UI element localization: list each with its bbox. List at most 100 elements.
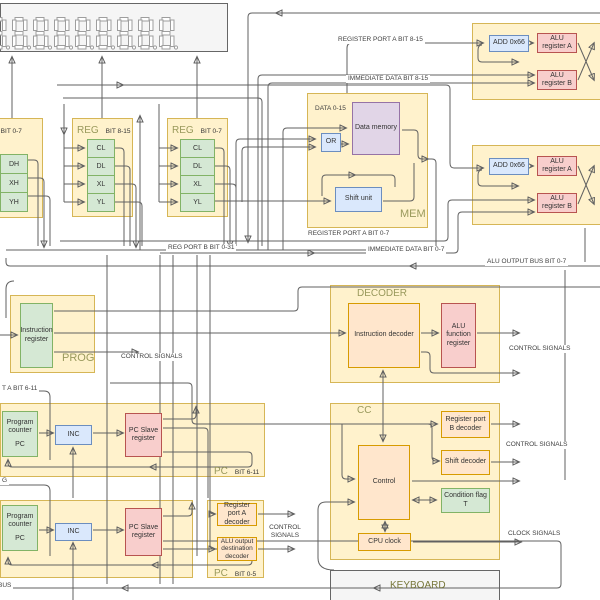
seven-segment-digit bbox=[138, 17, 158, 51]
wire bbox=[28, 159, 39, 246]
pc-bits: BIT 6-11 bbox=[234, 469, 260, 476]
display-digits bbox=[0, 17, 180, 51]
pc-low-caption: PC BIT 0-5 bbox=[214, 563, 256, 581]
register-bank-right-header: REG BIT 0-7 bbox=[172, 120, 222, 138]
or-gate[interactable]: OR bbox=[321, 133, 341, 152]
wire bbox=[163, 540, 562, 589]
wire bbox=[210, 255, 215, 549]
decoder-title: DECODER bbox=[357, 288, 408, 299]
cpu-clock[interactable]: CPU clock bbox=[358, 533, 411, 551]
pc-label: PC bbox=[15, 534, 25, 542]
wire bbox=[314, 212, 534, 254]
wire bbox=[8, 460, 150, 468]
register-cell[interactable]: YL bbox=[87, 193, 115, 212]
wire bbox=[163, 503, 192, 517]
wire bbox=[428, 158, 437, 248]
inc-high[interactable]: INC bbox=[55, 425, 92, 445]
reg-title: REG bbox=[77, 125, 99, 136]
seven-segment-digit bbox=[33, 17, 53, 51]
prog-title: PROG bbox=[62, 352, 95, 364]
bus-label-fragment-g: G bbox=[0, 477, 10, 485]
wire bbox=[150, 451, 253, 467]
data-bus-label: DATA 0-15 bbox=[315, 105, 346, 112]
register-port-b-decoder[interactable]: Register port B decoder bbox=[441, 411, 490, 438]
register-cell[interactable]: YH bbox=[0, 192, 28, 212]
register-cell[interactable]: CL bbox=[180, 139, 215, 158]
program-counter-label: Program counter bbox=[6, 513, 34, 529]
alu-function-register[interactable]: ALU function register bbox=[441, 303, 476, 368]
reg-bits: BIT 0-7 bbox=[0, 128, 22, 135]
wire bbox=[282, 128, 346, 250]
wire bbox=[248, 12, 276, 242]
alu-register-a-high[interactable]: ALU register A bbox=[537, 33, 577, 53]
wire bbox=[60, 200, 534, 242]
program-counter-high[interactable]: Program counter PC bbox=[2, 411, 38, 457]
pc-title: PC bbox=[214, 568, 228, 579]
wire bbox=[210, 509, 215, 514]
alu-register-b-low[interactable]: ALU register B bbox=[537, 193, 577, 213]
register-cell[interactable]: DL bbox=[180, 157, 215, 176]
control-signals-label-cc: CONTROL SIGNALS bbox=[504, 441, 570, 449]
wire bbox=[355, 174, 396, 187]
seven-segment-digit bbox=[159, 17, 179, 51]
reg-title: REG bbox=[172, 125, 194, 136]
wire bbox=[317, 502, 354, 571]
instruction-register[interactable]: Instruction register bbox=[20, 303, 53, 368]
seven-segment-display[interactable] bbox=[0, 3, 228, 52]
pc-slave-register-low[interactable]: PC Slave register bbox=[125, 508, 162, 556]
seven-segment-digit bbox=[117, 17, 137, 51]
wire bbox=[477, 169, 518, 186]
wire bbox=[28, 177, 44, 247]
control-unit[interactable]: Control bbox=[358, 445, 410, 520]
wire bbox=[215, 147, 225, 246]
control-signals-label-decoder: CONTROL SIGNALS bbox=[507, 345, 573, 353]
register-cell[interactable]: XL bbox=[180, 175, 215, 194]
wire bbox=[383, 163, 415, 202]
wire bbox=[215, 165, 230, 247]
register-cell[interactable]: XL bbox=[87, 175, 115, 194]
wire bbox=[123, 84, 483, 168]
shift-decoder[interactable]: Shift decoder bbox=[441, 450, 490, 475]
reg-bits: BIT 0-7 bbox=[200, 128, 222, 135]
shift-unit[interactable]: Shift unit bbox=[335, 187, 382, 212]
program-counter-label: Program counter bbox=[6, 419, 34, 435]
register-cell[interactable]: XH bbox=[0, 173, 28, 193]
register-cell[interactable]: CL bbox=[87, 139, 115, 158]
pc-bits: BIT 0-5 bbox=[234, 571, 257, 578]
bus-label-port-a-6-11: T A BIT 6-11 bbox=[0, 385, 40, 393]
wire bbox=[115, 183, 136, 247]
keyboard-title: KEYBOARD bbox=[390, 580, 446, 591]
alu-register-a-low[interactable]: ALU register A bbox=[537, 156, 577, 176]
wire bbox=[267, 83, 534, 250]
register-bank-mid-header: REG BIT 8-15 bbox=[77, 120, 130, 138]
condition-flag-t[interactable]: Condition flag T bbox=[441, 488, 490, 513]
reg-bits: BIT 8-15 bbox=[105, 128, 131, 135]
bus-label-immediate-data-8-15: IMMEDIATE DATA BIT 8-15 bbox=[346, 75, 431, 83]
register-port-a-decoder[interactable]: Register port A decoder bbox=[217, 502, 257, 526]
keyboard[interactable] bbox=[330, 570, 500, 600]
alu-register-b-high[interactable]: ALU register B bbox=[537, 70, 577, 90]
wire bbox=[28, 195, 51, 246]
alu-output-destination-decoder[interactable]: ALU output destination decoder bbox=[217, 537, 257, 561]
register-cell[interactable]: DH bbox=[0, 154, 28, 174]
wire bbox=[215, 183, 237, 246]
inc-low[interactable]: INC bbox=[55, 523, 92, 541]
control-signals-label-pc: CONTROL SIGNALS bbox=[264, 524, 306, 540]
add-0x66-high[interactable]: ADD 0x66 bbox=[489, 35, 529, 52]
wire bbox=[477, 44, 518, 62]
bus-label-alu-output-bus: ALU OUTPUT BUS BIT 0-7 bbox=[485, 258, 569, 266]
wire bbox=[402, 129, 428, 159]
wire bbox=[577, 166, 594, 205]
register-cell[interactable]: DL bbox=[87, 157, 115, 176]
register-cell[interactable]: YL bbox=[180, 193, 215, 212]
wire bbox=[115, 147, 125, 246]
add-0x66-low[interactable]: ADD 0x66 bbox=[489, 158, 529, 175]
program-counter-low[interactable]: Program counter PC bbox=[2, 505, 38, 551]
data-memory[interactable]: Data memory bbox=[352, 102, 400, 155]
pc-slave-register-high[interactable]: PC Slave register bbox=[125, 413, 162, 457]
instruction-decoder[interactable]: Instruction decoder bbox=[348, 303, 420, 368]
